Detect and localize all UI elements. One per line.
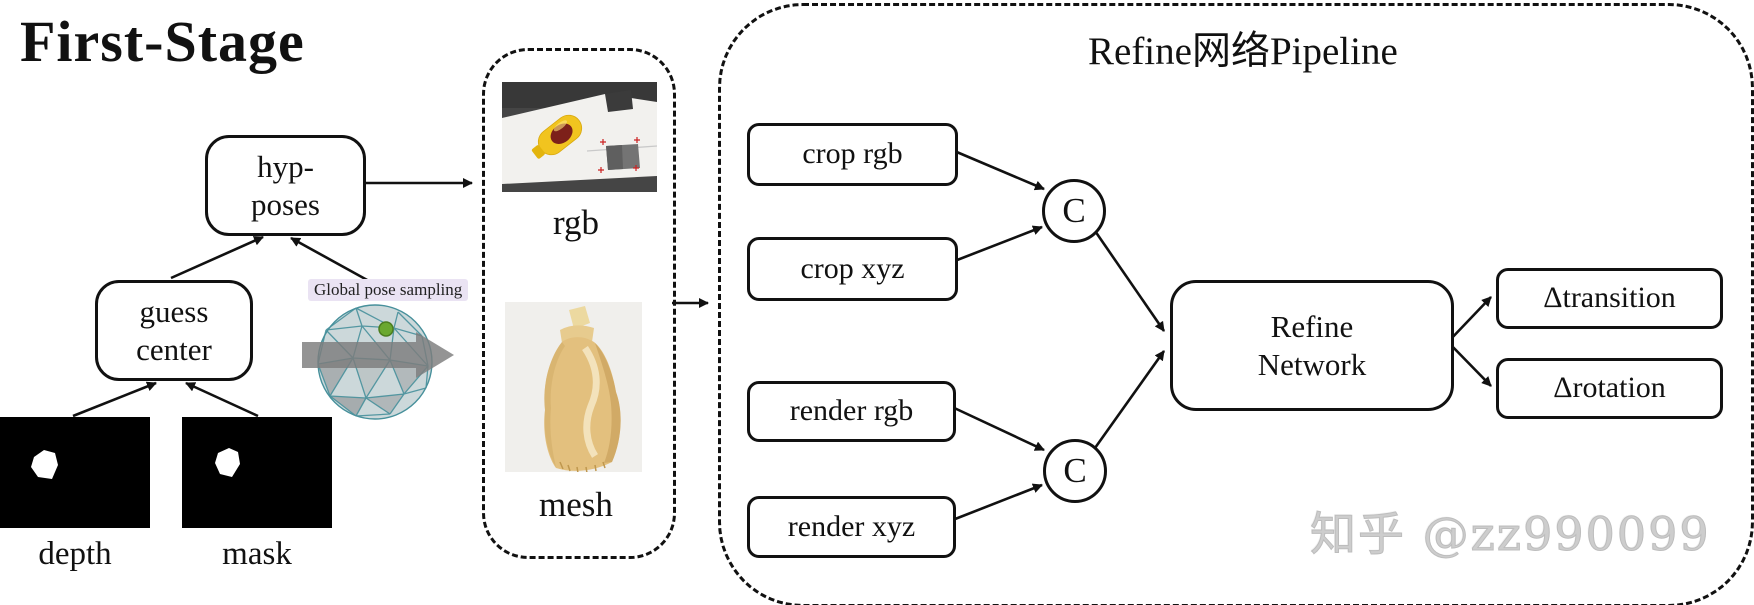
guess-center-line1: guess: [139, 293, 209, 329]
hyp-poses-line1: hyp-: [257, 148, 314, 184]
global-pose-sampling-label: Global pose sampling: [308, 279, 469, 301]
node-crop-rgb: crop rgb: [747, 123, 958, 186]
refine-network-line1: Refine: [1270, 308, 1354, 344]
input-panel: [482, 48, 676, 559]
mesh-label: mesh: [539, 485, 613, 524]
rotation-arrow-icon: [302, 332, 454, 378]
depth-mask-blob: [31, 450, 58, 479]
refine-network-line2: Network: [1257, 346, 1367, 382]
bottle-ribs: [559, 461, 606, 472]
guess-center-line2: center: [136, 331, 212, 367]
watermark: 知乎 @zz990099: [1310, 507, 1711, 562]
node-render-xyz: render xyz: [747, 496, 956, 558]
node-refine-network: Refine Network: [1170, 280, 1454, 411]
page-title: First-Stage: [20, 9, 305, 74]
concat-node-top: C: [1042, 179, 1106, 243]
node-delta-transition: Δtransition: [1496, 268, 1723, 329]
marker-crosses: [598, 137, 640, 173]
node-crop-xyz: crop xyz: [747, 237, 958, 301]
rgb-label: rgb: [552, 203, 600, 242]
mustard-bottle: [531, 114, 583, 159]
depth-label: depth: [38, 536, 112, 572]
sample-point-dot: [378, 321, 394, 337]
node-hyp-poses: hyp- poses: [205, 135, 366, 236]
mesh-image: [505, 302, 642, 472]
pipeline-title: Refine网络Pipeline: [1088, 30, 1398, 73]
node-guess-center: guess center: [95, 280, 253, 381]
rgb-photo: [502, 82, 657, 192]
mask-image: [182, 417, 332, 528]
mask-blob: [215, 448, 240, 477]
concat-node-bottom: C: [1043, 439, 1107, 503]
hyp-poses-line2: poses: [251, 186, 320, 222]
node-delta-rotation: Δrotation: [1496, 358, 1723, 419]
pose-sphere-image: [302, 304, 454, 420]
node-render-rgb: render rgb: [747, 381, 956, 442]
depth-image: [0, 417, 150, 528]
mask-label: mask: [222, 536, 292, 572]
